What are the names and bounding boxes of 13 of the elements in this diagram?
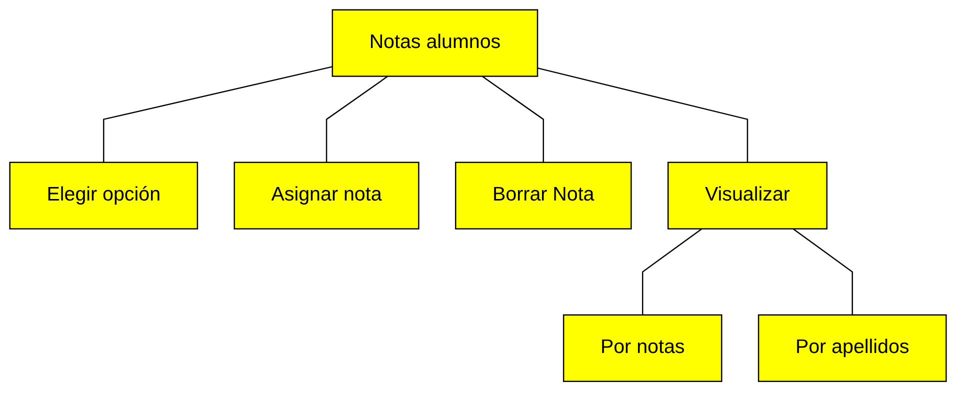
connector (326, 76, 388, 162)
node-box: Por apellidos (758, 314, 947, 382)
node-box: Asignar nota (234, 162, 420, 230)
connector (792, 228, 853, 315)
node-box: Notas alumnos (332, 9, 538, 77)
node-box: Visualizar (667, 162, 828, 230)
connector (103, 66, 333, 162)
connector (642, 228, 702, 315)
node-box: Por notas (562, 314, 722, 382)
connector (482, 76, 544, 162)
connector (537, 68, 748, 162)
node-box: Elegir opción (9, 162, 198, 230)
node-box: Borrar Nota (455, 162, 632, 230)
